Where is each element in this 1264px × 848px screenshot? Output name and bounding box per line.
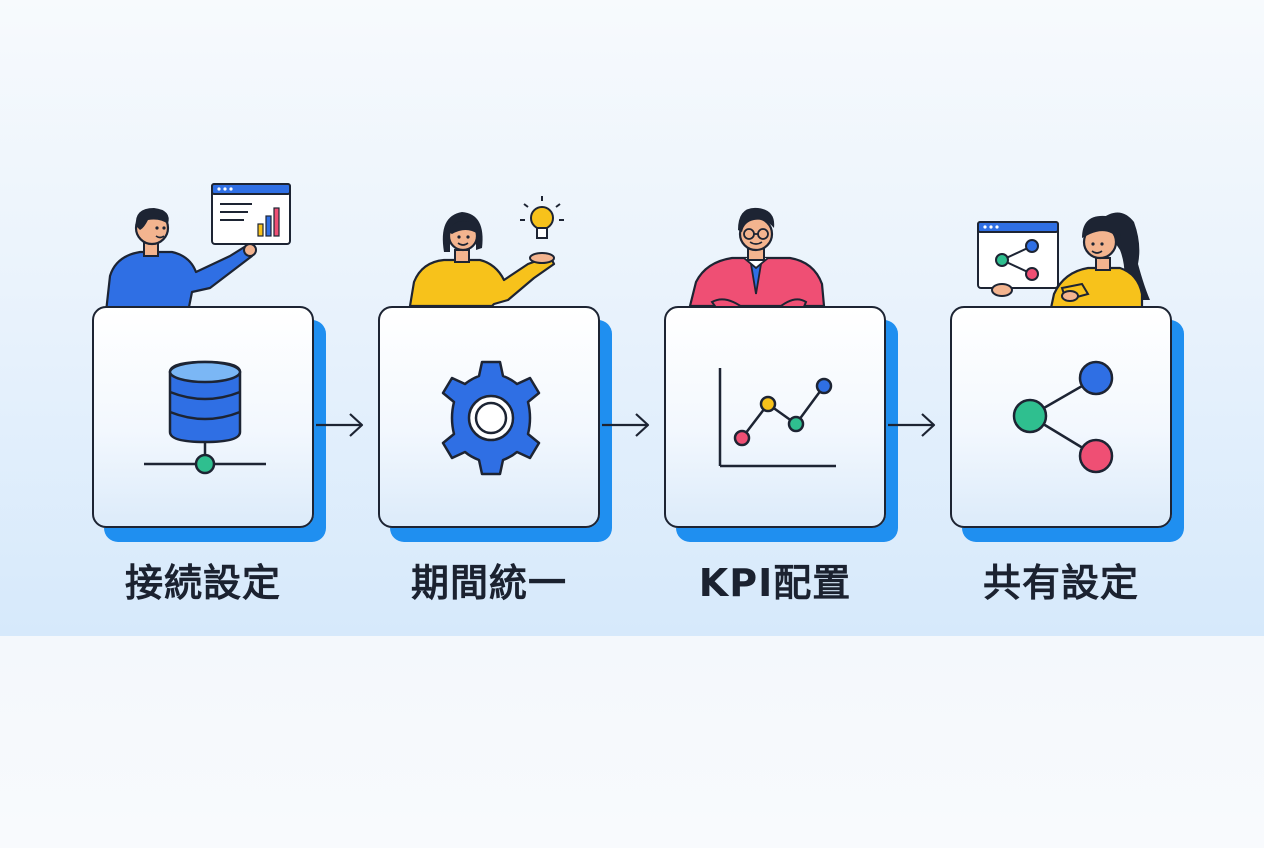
share-icon	[1012, 360, 1114, 474]
step-card-connection	[92, 306, 314, 528]
step-label-kpi: KPI配置	[698, 561, 852, 605]
step-label-connection: 接続設定	[124, 561, 281, 605]
step-label-share: 共有設定	[982, 561, 1139, 605]
flow-arrow-2	[602, 413, 650, 437]
gear-icon	[441, 360, 541, 476]
line-chart-icon	[718, 368, 836, 468]
flow-arrow-3	[888, 413, 936, 437]
flow-arrow-1	[316, 413, 364, 437]
share-window-icon	[977, 221, 1059, 289]
step-label-period: 期間統一	[410, 561, 567, 605]
step-card-period	[378, 306, 600, 528]
step-card-kpi	[664, 306, 886, 528]
database-icon	[144, 360, 266, 475]
dashboard-window-icon	[211, 183, 291, 245]
person-presenting-dashboard	[104, 183, 291, 314]
step-card-share	[950, 306, 1172, 528]
person-presenting-share-window	[977, 212, 1150, 324]
person-with-lightbulb	[408, 196, 564, 308]
lightbulb-icon	[520, 196, 564, 239]
background-lower	[0, 636, 1264, 848]
